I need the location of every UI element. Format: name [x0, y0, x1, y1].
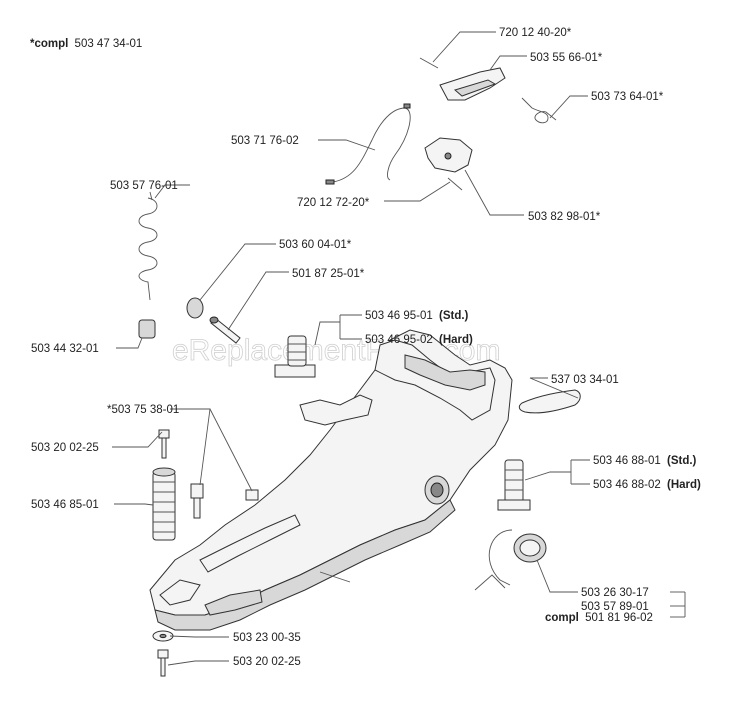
label-503-75-38-01: *503 75 38-01: [107, 404, 179, 416]
label-503-46-95-01: 503 46 95-01 (Std.): [365, 310, 469, 322]
label-compl-bottom-word: compl: [545, 612, 579, 624]
washer-and-screw: [152, 630, 174, 677]
label-501-87-25-01: 501 87 25-01*: [292, 268, 365, 280]
label-503-46-85-01: 503 46 85-01: [31, 499, 99, 511]
label-720-12-72-20: 720 12 72-20*: [297, 197, 370, 209]
label-503-23-00-35: 503 23 00-35: [233, 632, 301, 644]
torsion-spring: [521, 97, 557, 124]
label-503-46-95-02-num: 503 46 95-02: [365, 334, 433, 346]
throttle-lockout: [424, 137, 473, 191]
label-503-82-98-01: 503 82 98-01*: [528, 211, 601, 223]
throttle-cable: [325, 103, 411, 185]
rubber-cap: [138, 319, 156, 339]
pin: [209, 316, 241, 344]
oil-cap: [474, 529, 547, 591]
label-503-46-88-02-hard: (Hard): [667, 479, 701, 491]
label-compl-bottom-number: 501 81 96-02: [585, 612, 653, 624]
leader-lines: [112, 31, 686, 666]
screw-top: [158, 429, 170, 459]
label-503-60-04-01: 503 60 04-01*: [279, 239, 352, 251]
handle-grip: [518, 389, 581, 414]
label-503-46-88-01-num: 503 46 88-01: [593, 455, 661, 467]
label-503-46-95-02-hard: (Hard): [439, 334, 473, 346]
label-503-20-02-25-top: 503 20 02-25: [31, 442, 99, 454]
throttle-trigger: [419, 57, 506, 101]
label-503-44-32-01: 503 44 32-01: [31, 343, 99, 355]
label-503-71-76-02: 503 71 76-02: [231, 135, 299, 147]
label-503-46-95-02: 503 46 95-02 (Hard): [365, 334, 473, 346]
av-spring-right: [497, 459, 531, 511]
av-spring-mid: [274, 335, 316, 378]
av-spring-long: [152, 467, 176, 541]
header-compl-label: *compl: [30, 38, 68, 50]
bushings: [190, 483, 259, 519]
label-503-20-02-25-bottom: 503 20 02-25: [233, 656, 301, 668]
label-720-12-40-20: 720 12 40-20*: [499, 27, 572, 39]
label-503-46-88-02: 503 46 88-02 (Hard): [593, 479, 701, 491]
label-503-57-89-01: 503 57 89-01: [581, 601, 649, 613]
label-537-03-34-01: 537 03 34-01: [551, 374, 619, 386]
label-503-46-88-01-std: (Std.): [667, 455, 697, 467]
label-503-46-95-01-num: 503 46 95-01: [365, 310, 433, 322]
tank-handle-body: [149, 329, 513, 631]
header-compl-number: 503 47 34-01: [75, 38, 143, 50]
label-503-73-64-01: 503 73 64-01*: [591, 91, 664, 103]
header-compl: *compl 503 47 34-01: [30, 38, 142, 50]
label-503-46-88-02-num: 503 46 88-02: [593, 479, 661, 491]
damper-block: [186, 297, 204, 319]
label-503-26-30-17: 503 26 30-17: [581, 587, 649, 599]
label-503-46-95-01-std: (Std.): [439, 310, 469, 322]
label-compl-bottom: compl 501 81 96-02: [545, 612, 653, 624]
label-503-46-88-01: 503 46 88-01 (Std.): [593, 455, 697, 467]
label-503-55-66-01: 503 55 66-01*: [530, 52, 603, 64]
label-503-57-76-01: 503 57 76-01: [110, 180, 178, 192]
coil-spring: [138, 191, 158, 301]
